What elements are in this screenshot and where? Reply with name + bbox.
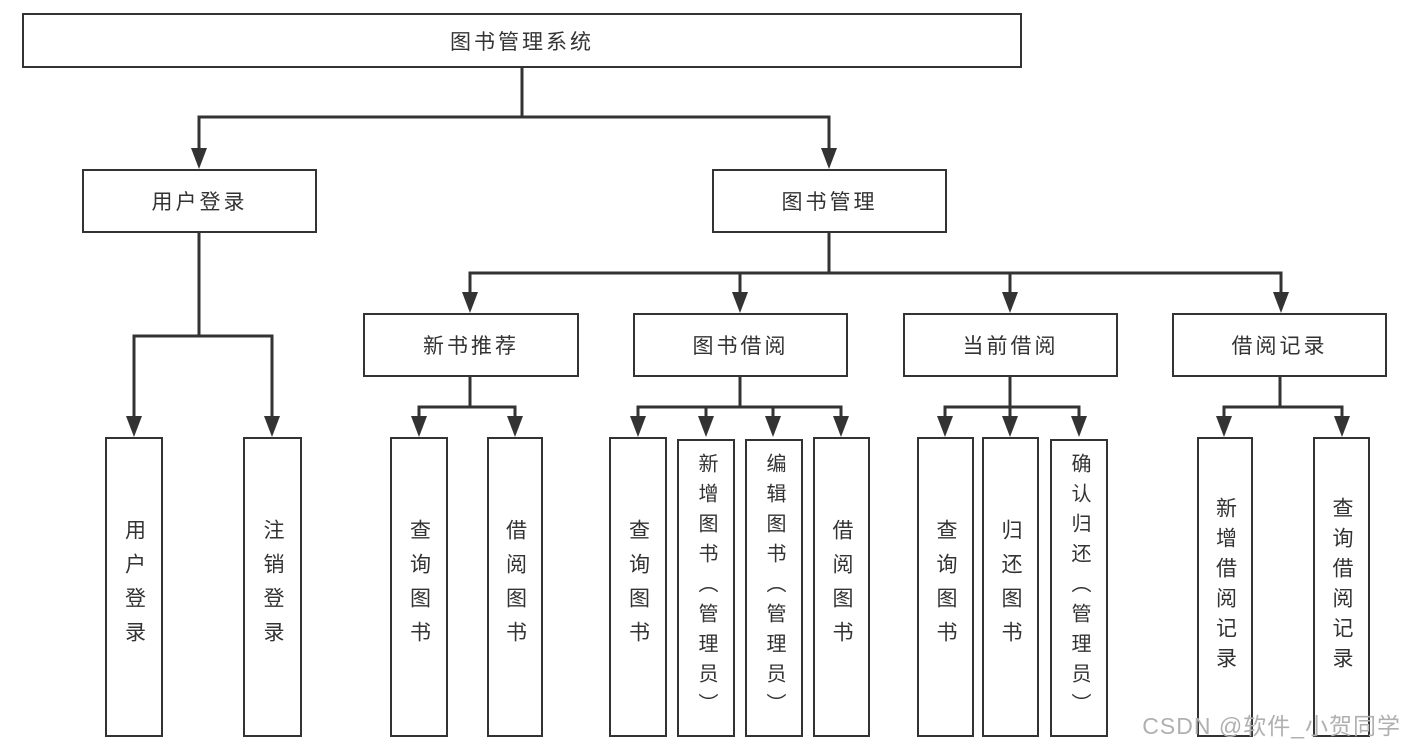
node-leaf-add-books-admin: 新增图书（管理员）	[677, 439, 735, 737]
node-leaf-query-books-2-label: 查询图书	[626, 519, 650, 655]
node-book-mgmt: 图书管理	[712, 169, 947, 233]
node-borrow-records-label: 借阅记录	[1231, 335, 1328, 358]
node-leaf-user-login-label: 用户登录	[122, 519, 146, 655]
node-leaf-add-borrow-record: 新增借阅记录	[1197, 437, 1253, 737]
node-leaf-logout: 注销登录	[243, 437, 302, 737]
node-new-book-recommend: 新书推荐	[363, 313, 579, 377]
node-leaf-user-login: 用户登录	[105, 437, 163, 737]
node-current-borrow: 当前借阅	[903, 313, 1118, 377]
node-root-label: 图书管理系统	[450, 30, 594, 54]
node-book-mgmt-label: 图书管理	[781, 191, 878, 214]
node-leaf-confirm-return-admin: 确认归还（管理员）	[1050, 439, 1108, 737]
node-leaf-return-books: 归还图书	[982, 437, 1039, 737]
node-leaf-query-books-1-label: 查询图书	[407, 519, 431, 655]
node-leaf-confirm-return-admin-label: 确认归还（管理员）	[1068, 453, 1090, 723]
node-root: 图书管理系统	[22, 13, 1022, 68]
node-leaf-query-borrow-record-label: 查询借阅记录	[1330, 497, 1353, 677]
node-current-borrow-label: 当前借阅	[962, 335, 1059, 358]
node-leaf-query-books-2: 查询图书	[609, 437, 667, 737]
node-leaf-borrow-books-2: 借阅图书	[813, 437, 870, 737]
node-user-login-label: 用户登录	[151, 191, 248, 214]
node-leaf-query-borrow-record: 查询借阅记录	[1313, 437, 1370, 737]
node-leaf-add-books-admin-label: 新增图书（管理员）	[695, 453, 717, 723]
node-leaf-edit-books-admin-label: 编辑图书（管理员）	[763, 453, 785, 723]
node-leaf-return-books-label: 归还图书	[999, 519, 1022, 655]
node-book-borrow: 图书借阅	[633, 313, 848, 377]
node-leaf-query-books-3: 查询图书	[917, 437, 974, 737]
node-leaf-edit-books-admin: 编辑图书（管理员）	[745, 439, 803, 737]
node-leaf-query-books-1: 查询图书	[390, 437, 448, 737]
node-user-login: 用户登录	[82, 169, 317, 233]
node-book-borrow-label: 图书借阅	[692, 335, 789, 358]
node-leaf-add-borrow-record-label: 新增借阅记录	[1213, 497, 1237, 677]
node-leaf-borrow-books-1-label: 借阅图书	[503, 519, 527, 655]
watermark: CSDN @软件_小贺同学	[1142, 713, 1401, 739]
node-borrow-records: 借阅记录	[1172, 313, 1387, 377]
node-new-book-recommend-label: 新书推荐	[423, 335, 519, 358]
node-leaf-logout-label: 注销登录	[261, 519, 284, 655]
node-leaf-borrow-books-1: 借阅图书	[487, 437, 543, 737]
node-leaf-query-books-3-label: 查询图书	[934, 519, 957, 655]
node-leaf-borrow-books-2-label: 借阅图书	[830, 519, 853, 655]
